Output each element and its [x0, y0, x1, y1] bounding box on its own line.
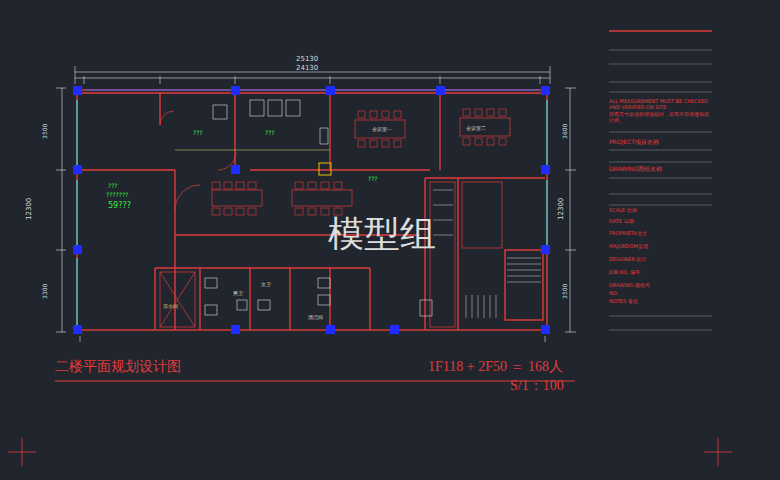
title-block-field: ALL MEASUREMENT MUST BE CHECKED AND VERI… [609, 99, 709, 110]
room-label: ??? [193, 130, 203, 137]
room-label: 59??? [108, 202, 131, 211]
dimension: 12300 [26, 198, 34, 220]
dimension: 3600 [563, 124, 570, 139]
room-label: 男卫 [233, 291, 243, 297]
note: 1F118 + 2F50 ＝ 168人 [428, 359, 563, 374]
room-label: ??? [368, 176, 378, 183]
title-block-field: DRAWING 图纸号 [609, 283, 650, 289]
room-label: ??? [265, 130, 275, 137]
room-label: ??? [108, 183, 118, 190]
room-label: 清洁间 [308, 315, 323, 321]
room-label: ??????? [106, 192, 128, 199]
dimension: 12300 [558, 198, 566, 220]
dimension: 25130 [296, 56, 318, 64]
dimension: 24130 [296, 65, 318, 73]
room-label: 会议室二 [466, 126, 486, 132]
title-block-field: MAJORDOM监理 [609, 244, 648, 250]
title-block-field: NO. [609, 291, 618, 297]
dimension: 3500 [43, 124, 50, 139]
drawing-title: 二楼平面规划设计图 [55, 359, 181, 374]
title-block-field: PROJECT项目名称 [609, 139, 659, 146]
title-block-field: DATE 日期 [609, 219, 634, 225]
dimension: 3300 [43, 284, 50, 299]
room-label: 女卫 [261, 282, 271, 288]
title-block-field: DESIGNER 设计 [609, 257, 647, 263]
note: S/1：100 [510, 378, 564, 393]
room-label: 茶水间 [163, 304, 178, 310]
title-block-field: 所有尺寸必须在现场核对，若有不符请通知设计师。 [609, 112, 709, 123]
title-block-field: NOTES 备注 [609, 299, 638, 305]
title-block-field: DRAWING图纸名称 [609, 166, 662, 173]
dimension: 3500 [563, 284, 570, 299]
title-block-field: SCALE 比例 [609, 208, 637, 214]
watermark: 模型组 [328, 214, 436, 254]
title-block-field: JOB NO. 编号 [609, 270, 640, 276]
title-block-field: PROPRIETA业主 [609, 231, 647, 237]
room-label: 会议室一 [372, 127, 392, 133]
